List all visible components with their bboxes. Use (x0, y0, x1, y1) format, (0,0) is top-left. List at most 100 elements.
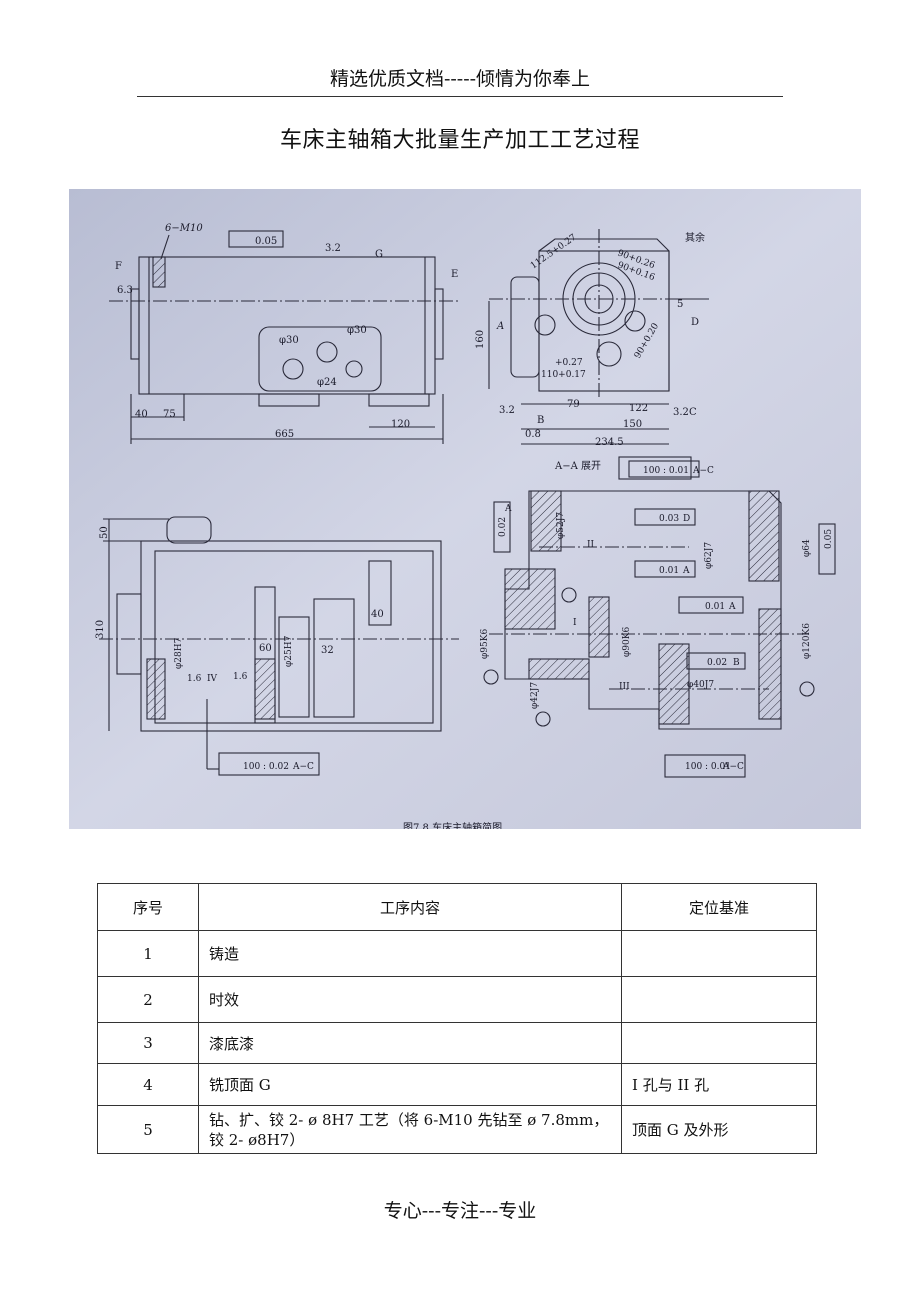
label-d40b: 40 (371, 609, 384, 620)
label-d40: 40 (135, 409, 148, 420)
label-phi90: φ90K6 (622, 627, 632, 657)
header-divider (137, 96, 783, 97)
label-d160: 160 (475, 330, 486, 349)
label-d75: 75 (163, 409, 176, 420)
label-f: F (115, 261, 122, 272)
label-e: E (451, 269, 458, 280)
label-t002: 0.02 (498, 517, 508, 537)
label-phi52: φ52J7 (556, 512, 566, 539)
label-iii: III (619, 682, 630, 692)
label-roughness-32b: 3.2 (499, 405, 515, 416)
label-phi24: φ24 (317, 377, 337, 388)
table-row: 5 钻、扩、铰 2- ø 8H7 工艺（将 6-M10 先钻至 ø 7.8mm，… (97, 1105, 817, 1154)
document-title: 车床主轴箱大批量生产加工工艺过程 (279, 128, 640, 153)
label-roughness-32c: 3.2 (673, 407, 689, 418)
table-row: 4 铣顶面 G I 孔与 II 孔 (97, 1063, 817, 1106)
label-d: D (691, 317, 699, 328)
label-d2345: 234.5 (595, 437, 624, 448)
label-section-aa: A−A 展开 (554, 460, 601, 472)
cell-content: 钻、扩、铰 2- ø 8H7 工艺（将 6-M10 先钻至 ø 7.8mm，铰 … (198, 1105, 622, 1154)
cell-content: 铸造 (198, 930, 622, 977)
label-a: A (496, 321, 504, 332)
label-phi120: φ120K6 (802, 623, 812, 659)
label-phi40: φ40J7 (687, 680, 714, 690)
label-t4: +0.27 (555, 358, 583, 368)
label-t001a: 0.01 (659, 566, 679, 576)
cell-seq: 5 (97, 1105, 199, 1154)
header-datum: 定位基准 (621, 883, 817, 931)
label-d5: 5 (677, 299, 683, 310)
cell-seq: 3 (97, 1022, 199, 1064)
label-i: I (573, 618, 577, 628)
cell-content: 时效 (198, 976, 622, 1023)
label-qiyu: 其余 (685, 231, 705, 244)
header-content: 工序内容 (198, 883, 622, 931)
label-phi62: φ62J7 (704, 542, 714, 569)
label-phi42: φ42J7 (530, 682, 540, 709)
label-d60: 60 (259, 643, 272, 654)
label-t5: 110+0.17 (541, 370, 586, 380)
label-ii: II (587, 540, 595, 550)
label-t002b: 0.02 (707, 658, 727, 668)
process-table: 序号 工序内容 定位基准 1 铸造 2 时效 3 漆底漆 4 铣顶面 G I 孔… (97, 883, 817, 1154)
label-roughness-32a: 3.2 (325, 243, 341, 254)
label-t005: 0.05 (824, 529, 834, 549)
table-row: 3 漆底漆 (97, 1022, 817, 1064)
label-c: C (689, 407, 697, 418)
label-phi25: φ25H7 (284, 635, 294, 667)
label-roughness-63: 6.3 (117, 285, 133, 296)
label-rd: D (683, 514, 690, 524)
label-t003: 0.03 (659, 514, 679, 524)
label-ra3: A (728, 602, 736, 612)
label-roughness-08: 0.8 (525, 429, 541, 440)
cell-seq: 4 (97, 1063, 199, 1106)
label-d310: 310 (95, 620, 106, 639)
label-iv: IV (207, 674, 218, 684)
label-ref2: A−C (292, 762, 314, 772)
cell-datum (621, 976, 817, 1023)
label-d665: 665 (275, 429, 294, 440)
table-row: 1 铸造 (97, 930, 817, 977)
label-d120: 120 (391, 419, 410, 430)
label-ref1: A−C (692, 466, 714, 476)
label-phi30a: φ30 (279, 335, 299, 346)
cell-content: 铣顶面 G (198, 1063, 622, 1106)
cell-datum (621, 1022, 817, 1064)
cell-datum: I 孔与 II 孔 (621, 1063, 817, 1106)
label-flatness: 0.05 (255, 236, 277, 247)
label-ra: A (682, 566, 690, 576)
table-row: 2 时效 (97, 976, 817, 1023)
label-d50: 50 (99, 526, 110, 539)
label-ref3: A−C (722, 762, 744, 772)
label-phi95: φ95K6 (480, 629, 490, 659)
page-header: 精选优质文档-----倾情为你奉上 (329, 68, 591, 90)
label-phi64: φ64 (802, 539, 812, 557)
cell-seq: 2 (97, 976, 199, 1023)
label-d79: 79 (567, 399, 580, 410)
page-footer: 专心---专注---专业 (383, 1200, 537, 1222)
cell-content: 漆底漆 (198, 1022, 622, 1064)
figure-caption: 图7.8 车床主轴箱简图 (403, 821, 502, 829)
label-phi30b: φ30 (347, 325, 367, 336)
label-roughness-16a: 1.6 (187, 674, 202, 684)
header-seq: 序号 (97, 883, 199, 931)
label-ra2: A (504, 504, 512, 514)
cell-datum: 顶面 G 及外形 (621, 1105, 817, 1154)
cell-seq: 1 (97, 930, 199, 977)
label-t001b: 0.01 (705, 602, 725, 612)
label-d122: 122 (629, 403, 648, 414)
table-header-row: 序号 工序内容 定位基准 (97, 883, 817, 931)
label-d32: 32 (321, 645, 334, 656)
label-tol2: 100 : 0.02 (243, 762, 289, 772)
label-d150: 150 (623, 419, 642, 430)
cell-datum (621, 930, 817, 977)
engineering-drawing-photo: 6−M10 0.05 3.2 G F E 6.3 φ30 φ30 φ24 40 … (69, 189, 861, 829)
label-tol3: 100 : 0.01 (685, 762, 731, 772)
label-g: G (375, 249, 383, 260)
label-m10: 6−M10 (165, 223, 203, 234)
label-phi28: φ28H7 (174, 637, 184, 669)
label-tol1: 100 : 0.01 (643, 466, 689, 476)
label-rb: B (733, 658, 740, 668)
label-roughness-16b: 1.6 (233, 672, 248, 682)
label-b: B (537, 415, 544, 426)
